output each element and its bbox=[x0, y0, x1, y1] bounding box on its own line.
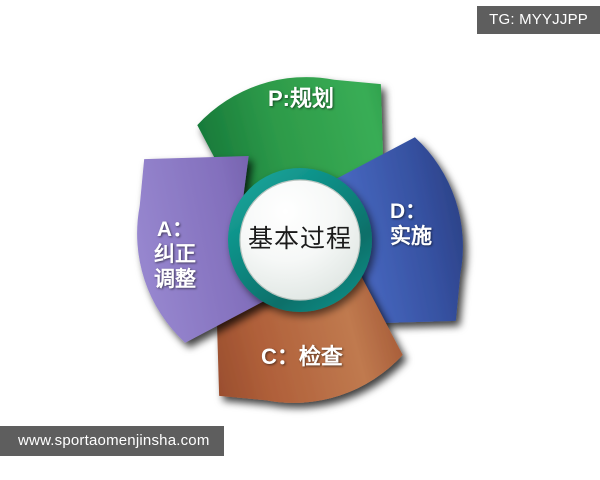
pdca-cycle-graphic bbox=[137, 77, 463, 403]
watermark-tag: TG: MYYJJPP bbox=[477, 6, 600, 34]
center-hub bbox=[228, 168, 372, 312]
watermark-url: www.sportaomenjinsha.com bbox=[0, 426, 224, 456]
